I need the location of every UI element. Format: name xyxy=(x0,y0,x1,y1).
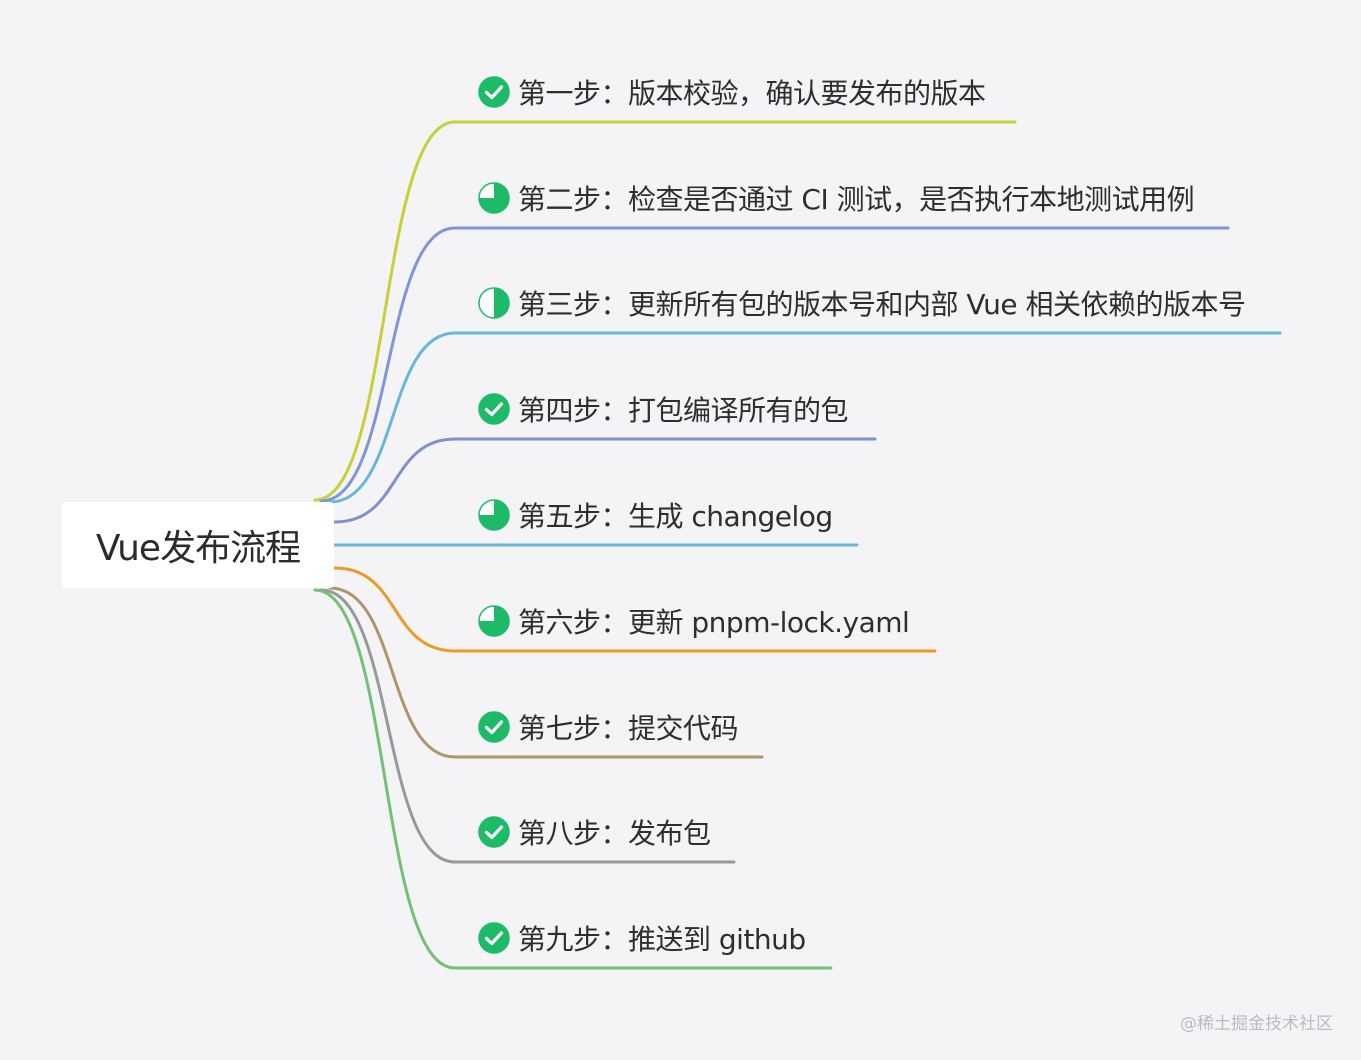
complete-check-icon xyxy=(478,922,510,954)
progress-pie-icon xyxy=(478,287,510,319)
branch-connector-1 xyxy=(313,120,1017,502)
complete-check-icon xyxy=(478,76,510,108)
branch-label-text: 第一步：版本校验，确认要发布的版本 xyxy=(518,77,986,110)
branch-step-1[interactable]: 第一步：版本校验，确认要发布的版本 xyxy=(478,72,986,112)
branch-label-text: 第四步：打包编译所有的包 xyxy=(518,394,849,427)
branch-connector-9 xyxy=(313,588,833,970)
progress-pie-icon xyxy=(478,499,510,531)
root-node[interactable]: Vue发布流程 xyxy=(62,502,334,588)
branch-step-5[interactable]: 第五步：生成 changelog xyxy=(478,495,833,535)
complete-check-icon xyxy=(478,393,510,425)
root-node-label: Vue发布流程 xyxy=(95,528,301,569)
branch-label-text: 第三步：更新所有包的版本号和内部 Vue 相关依赖的版本号 xyxy=(518,288,1246,321)
branch-step-8[interactable]: 第八步：发布包 xyxy=(478,812,711,852)
branch-connector-7 xyxy=(328,586,764,759)
branch-label-text: 第二步：检查是否通过 CI 测试，是否执行本地测试用例 xyxy=(518,183,1195,216)
complete-check-icon xyxy=(478,711,510,743)
branch-step-2[interactable]: 第二步：检查是否通过 CI 测试，是否执行本地测试用例 xyxy=(478,178,1195,218)
complete-check-icon xyxy=(478,816,510,848)
branch-label-text: 第七步：提交代码 xyxy=(518,712,739,745)
branch-label-text: 第六步：更新 pnpm-lock.yaml xyxy=(518,606,910,639)
progress-pie-icon xyxy=(478,605,510,637)
branch-connector-6 xyxy=(333,566,937,653)
branch-label-text: 第五步：生成 changelog xyxy=(518,500,833,533)
branch-step-6[interactable]: 第六步：更新 pnpm-lock.yaml xyxy=(478,601,910,641)
branch-label-text: 第九步：推送到 github xyxy=(518,923,806,956)
branch-step-3[interactable]: 第三步：更新所有包的版本号和内部 Vue 相关依赖的版本号 xyxy=(478,283,1246,323)
branch-step-4[interactable]: 第四步：打包编译所有的包 xyxy=(478,389,849,429)
branch-connector-8 xyxy=(319,588,736,864)
progress-pie-icon xyxy=(478,182,510,214)
branch-label-text: 第八步：发布包 xyxy=(518,817,711,850)
branch-step-7[interactable]: 第七步：提交代码 xyxy=(478,707,739,747)
branch-connector-3 xyxy=(328,331,1282,504)
branch-connector-2 xyxy=(319,226,1230,503)
branch-step-9[interactable]: 第九步：推送到 github xyxy=(478,918,806,958)
branch-connector-4 xyxy=(333,437,877,524)
watermark: @稀土掘金技术社区 xyxy=(1180,1014,1333,1034)
